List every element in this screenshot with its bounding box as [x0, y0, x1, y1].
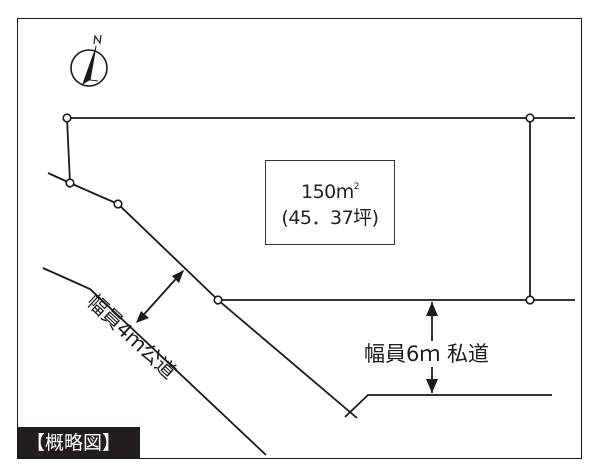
boundary-marker-icon	[213, 295, 223, 305]
lot-area-sqm: 150m2	[300, 174, 360, 205]
public-road-edge-far	[42, 267, 267, 456]
lot-area-box: 150m2 (45．37坪)	[265, 160, 395, 245]
diagram-title-tag: 【概略図】	[18, 427, 140, 459]
lot-area-sqm-value: 150m	[300, 181, 354, 203]
arrowhead-icon	[172, 270, 184, 283]
lot-boundary-west	[66, 117, 71, 184]
lot-area-superscript: 2	[353, 182, 360, 192]
boundary-markers	[62, 113, 535, 305]
boundary-marker-icon	[525, 113, 535, 123]
arrowhead-icon	[426, 302, 438, 316]
dimension-arrowheads	[136, 270, 438, 393]
boundary-marker-icon	[62, 113, 72, 123]
boundary-marker-icon	[113, 199, 123, 209]
boundary-marker-icon	[65, 178, 75, 188]
diagram-frame	[17, 18, 582, 459]
private-road-label: 幅員6ｍ 私道	[362, 341, 492, 367]
boundary-marker-icon	[525, 295, 535, 305]
arrowhead-icon	[426, 379, 438, 393]
arrowhead-icon	[136, 311, 149, 323]
lot-area-tsubo: (45．37坪)	[281, 207, 379, 229]
north-arrow-icon	[70, 34, 108, 87]
private-road-edge-far	[344, 394, 552, 418]
